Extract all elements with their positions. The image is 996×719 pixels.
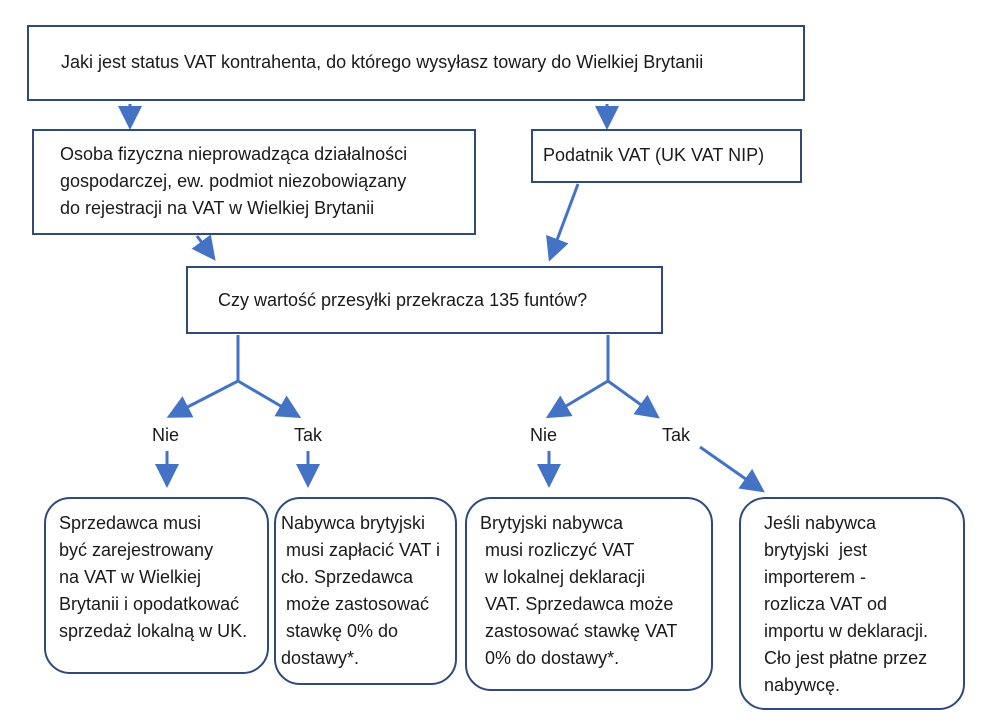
text-line: gospodarczej, ew. podmiot niezobowiązany bbox=[60, 171, 407, 191]
status-question-box: Jaki jest status VAT kontrahenta, do któ… bbox=[27, 25, 805, 101]
outcome-text: Brytyjski nabywca musi rozliczyć VAT w l… bbox=[480, 510, 677, 672]
text-line: Brytanii i opodatkować bbox=[59, 594, 240, 614]
text-line: dostawy*. bbox=[281, 648, 360, 668]
text-line: do rejestracji na VAT w Wielkiej Brytani… bbox=[60, 198, 375, 218]
arrow-right-tak bbox=[607, 379, 660, 419]
arrow-tak-to-outcome-4 bbox=[699, 445, 765, 493]
private-person-text: Osoba fizyczna nieprowadząca działalnośc… bbox=[60, 141, 407, 222]
status-question-text: Jaki jest status VAT kontrahenta, do któ… bbox=[61, 52, 704, 72]
outcome-buyer-pays-box: Nabywca brytyjski musi zapłacić VAT i cł… bbox=[274, 497, 457, 685]
arrow-left-to-question bbox=[191, 234, 216, 261]
value-question-box: Czy wartość przesyłki przekracza 135 fun… bbox=[186, 266, 663, 334]
text-line: sprzedaż lokalną w UK. bbox=[59, 621, 248, 641]
text-line: może zastosować bbox=[281, 594, 430, 614]
outcome-text: Jeśli nabywca brytyjski jest importerem … bbox=[764, 510, 928, 699]
text-line: Sprzedawca musi bbox=[59, 513, 202, 533]
outcome-importer-box: Jeśli nabywca brytyjski jest importerem … bbox=[739, 497, 965, 710]
text-line: importu w deklaracji. bbox=[764, 621, 929, 641]
vat-payer-text: Podatnik VAT (UK VAT NIP) bbox=[543, 145, 765, 165]
label-nie-left: Nie bbox=[152, 425, 180, 445]
text-line: być zarejestrowany bbox=[59, 540, 214, 560]
text-line: Jeśli nabywca bbox=[764, 513, 877, 533]
label-nie-right: Nie bbox=[530, 425, 558, 445]
text-line: musi zapłacić VAT i bbox=[281, 540, 441, 560]
text-line: Brytyjski nabywca bbox=[480, 513, 624, 533]
outcome-buyer-declares-box: Brytyjski nabywca musi rozliczyć VAT w l… bbox=[465, 497, 713, 691]
value-question-text: Czy wartość przesyłki przekracza 135 fun… bbox=[218, 290, 588, 310]
outcome-seller-register-box: Sprzedawca musi być zarejestrowany na VA… bbox=[44, 497, 269, 674]
text-line: zastosować stawkę VAT bbox=[480, 621, 678, 641]
text-line: na VAT w Wielkiej bbox=[59, 567, 202, 587]
private-person-box: Osoba fizyczna nieprowadząca działalnośc… bbox=[32, 129, 476, 235]
text-line: w lokalnej deklaracji bbox=[480, 567, 646, 587]
arrow-right-nie bbox=[545, 379, 609, 419]
text-line: stawkę 0% do bbox=[281, 621, 399, 641]
arrow-left-tak bbox=[237, 379, 302, 419]
text-line: cło. Sprzedawca bbox=[281, 567, 414, 587]
text-line: rozlicza VAT od bbox=[764, 594, 888, 614]
arrow-left-nie bbox=[166, 379, 239, 418]
outcome-text: Sprzedawca musi być zarejestrowany na VA… bbox=[59, 510, 247, 645]
arrow-right-to-question bbox=[546, 183, 580, 262]
text-line: VAT. Sprzedawca może bbox=[480, 594, 674, 614]
text-line: Cło jest płatne przez bbox=[764, 648, 928, 668]
vat-payer-box: Podatnik VAT (UK VAT NIP) bbox=[531, 129, 802, 183]
label-tak-left: Tak bbox=[294, 425, 323, 445]
text-line: nabywcę. bbox=[764, 675, 841, 695]
outcome-text: Nabywca brytyjski musi zapłacić VAT i cł… bbox=[281, 510, 440, 672]
label-tak-right: Tak bbox=[662, 425, 691, 445]
text-line: importerem - bbox=[764, 567, 867, 587]
text-line: Osoba fizyczna nieprowadząca działalnośc… bbox=[60, 144, 408, 164]
text-line: brytyjski jest bbox=[764, 540, 868, 560]
text-line: Nabywca brytyjski bbox=[281, 513, 426, 533]
text-line: musi rozliczyć VAT bbox=[480, 540, 635, 560]
text-line: 0% do dostawy*. bbox=[480, 648, 620, 668]
